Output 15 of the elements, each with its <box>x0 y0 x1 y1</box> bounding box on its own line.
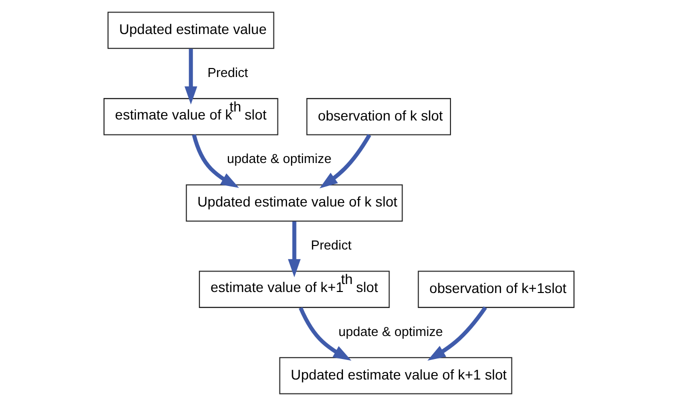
edge-label: Predict <box>207 64 248 80</box>
arrow <box>298 307 352 361</box>
edge-label: Predict <box>310 238 352 253</box>
node-box: observation of k+1slot <box>418 270 574 308</box>
node-box: Updated estimate value of k+1 slot <box>279 357 512 394</box>
arrow <box>192 134 239 188</box>
arrow <box>184 48 198 105</box>
node-box: Updated estimate value of k slot <box>186 184 403 222</box>
arrow <box>288 221 301 278</box>
edge-label: update & optimize <box>338 324 443 339</box>
node-box: Updated estimate value <box>108 12 274 49</box>
arrow <box>427 306 487 361</box>
arrow <box>320 134 372 188</box>
edge-label: update & optimize <box>227 151 332 166</box>
node-box: observation of k slot <box>306 98 451 136</box>
